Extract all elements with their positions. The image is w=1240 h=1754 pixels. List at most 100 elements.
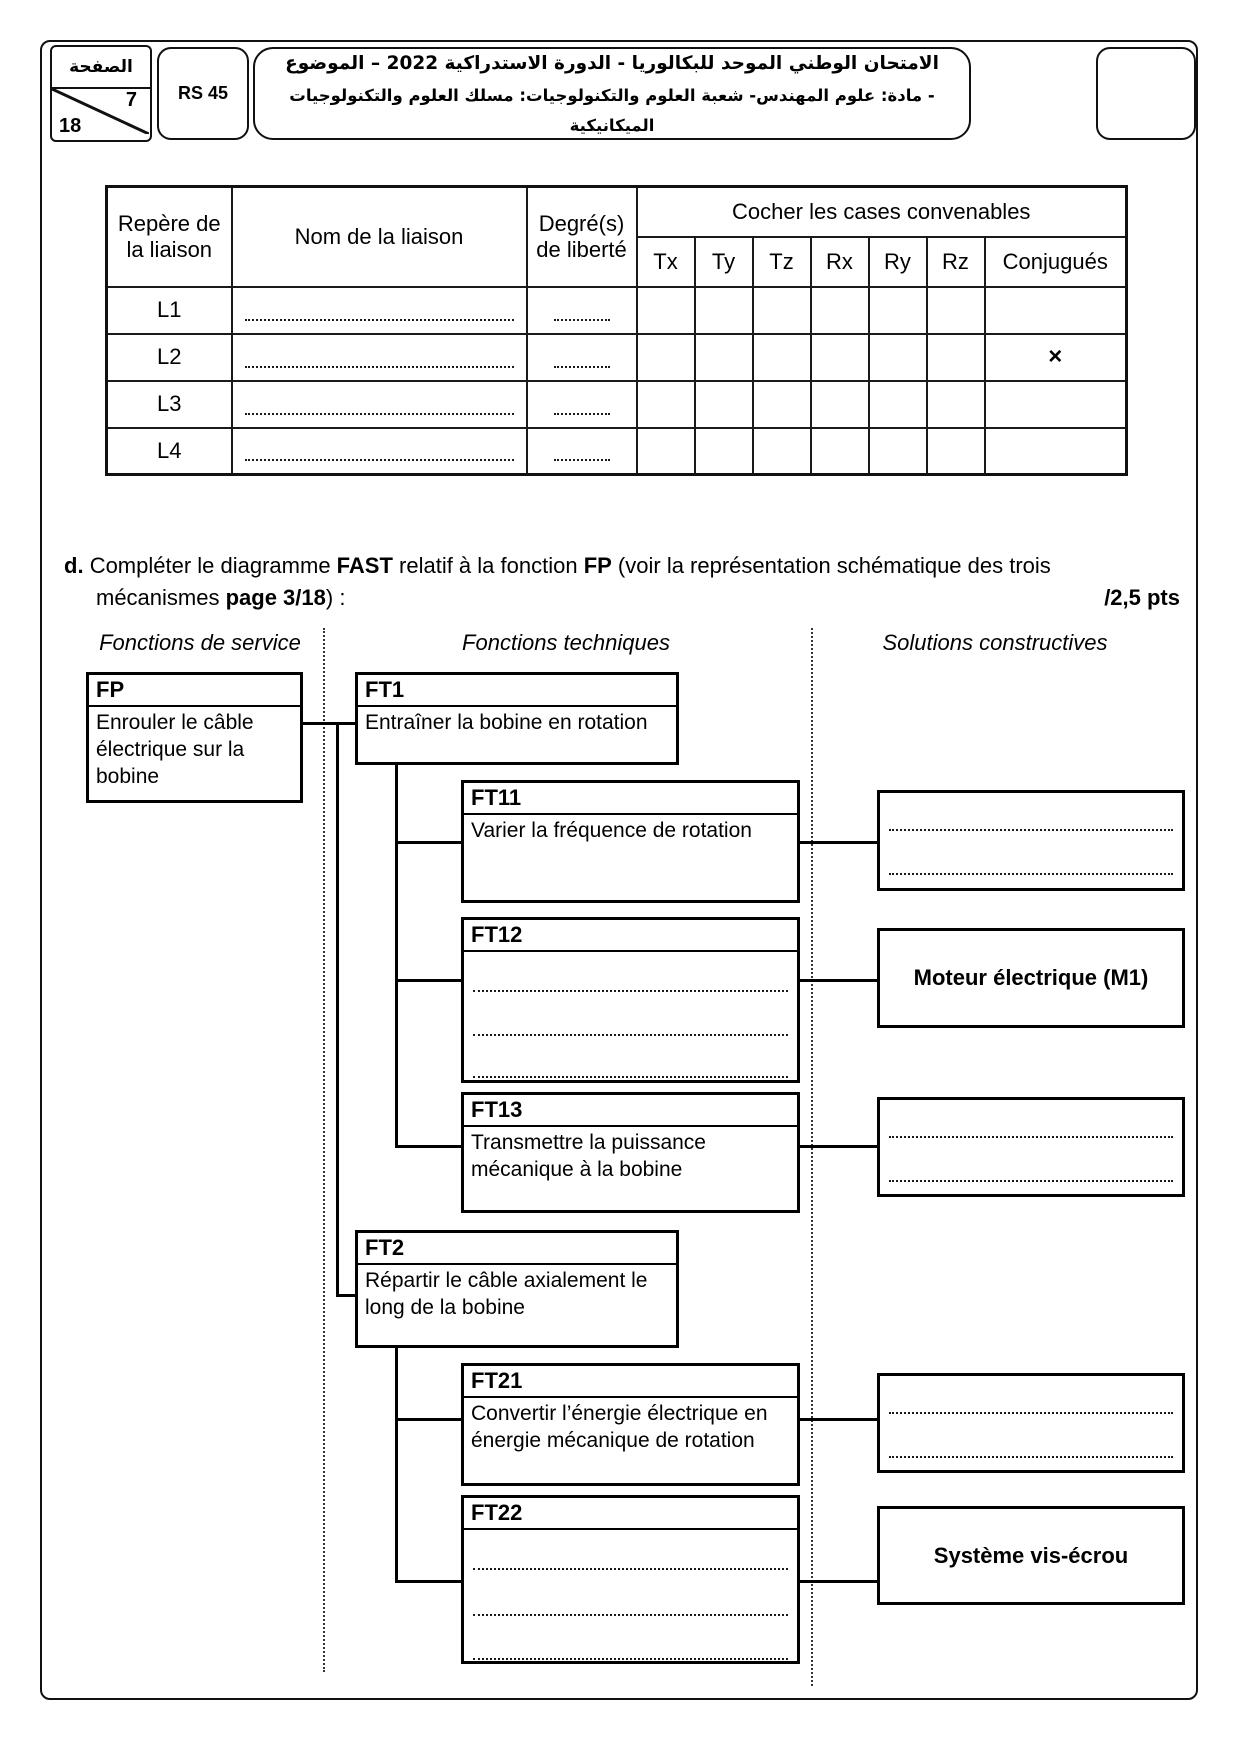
col-header-nom: Nom de la liaison: [230, 185, 528, 288]
ft1-text: Entraîner la bobine en rotation: [365, 711, 648, 734]
solution-box-moteur: Moteur électrique (M1): [877, 928, 1185, 1028]
connector-line: [800, 1145, 877, 1148]
solution-box-ft21: [877, 1373, 1185, 1473]
ft11-label: FT11: [464, 783, 797, 815]
ft12-box: FT12: [461, 917, 800, 1083]
dotted-answer-line: [553, 365, 610, 368]
task-bold-page: page 3/18: [225, 585, 326, 610]
ft22-label: FT22: [464, 1498, 797, 1530]
dotted-answer-line: [473, 1034, 788, 1036]
page-number-total: 18: [59, 115, 82, 137]
dof-cell: [867, 379, 928, 429]
dof-cell: [751, 332, 812, 382]
exam-title-line-1: الامتحان الوطني الموحد للبكالوريا - الدو…: [285, 52, 939, 74]
dotted-answer-line: [244, 412, 514, 415]
dof-cell: [693, 332, 754, 382]
degree-answer-cell: [525, 379, 638, 429]
dof-cell: [635, 379, 696, 429]
col-header-ry: Ry: [867, 235, 928, 288]
ft2-text: Répartir le câble axialement le long de …: [365, 1269, 648, 1319]
dof-cell: [867, 285, 928, 335]
dotted-answer-line: [473, 1076, 788, 1078]
col-header-tz: Tz: [751, 235, 812, 288]
name-answer-cell: [230, 332, 528, 382]
dof-cell: [809, 379, 870, 429]
dotted-answer-line: [889, 1136, 1173, 1138]
dotted-answer-line: [889, 1180, 1173, 1182]
ft13-label: FT13: [464, 1095, 797, 1127]
dof-cell: [693, 285, 754, 335]
connector-line: [395, 1580, 461, 1583]
task-instruction-line2: mécanismes page 3/18) :: [96, 585, 345, 611]
connector-line: [336, 722, 339, 1297]
task-instruction-line1: d. Compléter le diagramme FAST relatif à…: [64, 553, 1051, 579]
dof-cell: [809, 426, 870, 476]
fp-label: FP: [89, 675, 300, 707]
ft13-text: Transmettre la puissance mécanique à la …: [471, 1131, 706, 1181]
dotted-answer-line: [244, 365, 514, 368]
dof-cell: [867, 332, 928, 382]
conjugues-cell: [983, 379, 1128, 429]
col-header-group: Cocher les cases convenables: [635, 185, 1128, 238]
col-header-repere: Repère de la liaison: [105, 185, 233, 288]
page-word-label: الصفحة: [52, 47, 150, 89]
name-answer-cell: [230, 285, 528, 335]
column-header-solutions: Solutions constructives: [882, 630, 1108, 655]
exam-title-line-2: - مادة: علوم المهندس- شعبة العلوم والتكن…: [289, 85, 935, 135]
connector-line: [303, 722, 355, 725]
dof-cell: [925, 379, 986, 429]
connector-line: [395, 979, 461, 982]
table-row: L4: [105, 426, 1128, 476]
row-label: L1: [105, 285, 233, 335]
dof-cell: [925, 332, 986, 382]
fp-text: Enrouler le câble électrique sur la bobi…: [96, 711, 254, 788]
page-border: [40, 40, 1198, 1700]
dof-cell: [693, 379, 754, 429]
ft21-box: FT21 Convertir l’énergie électrique en é…: [461, 1363, 800, 1486]
page-number-current: 7: [125, 89, 137, 111]
task-text: relatif à la fonction: [392, 553, 584, 578]
row-label: L3: [105, 379, 233, 429]
task-bold-fast: FAST: [336, 553, 393, 578]
dotted-answer-line: [889, 829, 1173, 831]
connector-line: [395, 1348, 398, 1583]
ft1-box: FT1 Entraîner la bobine en rotation: [355, 672, 679, 765]
column-header-techniques: Fonctions techniques: [462, 630, 670, 655]
dof-cell: [693, 426, 754, 476]
page-indicator-box: الصفحة 7 18: [50, 45, 152, 142]
dotted-answer-line: [473, 990, 788, 992]
task-bold-fp: FP: [583, 553, 612, 578]
dotted-answer-line: [889, 873, 1173, 875]
dotted-answer-line: [473, 1568, 788, 1570]
table-row: L2 ×: [105, 332, 1128, 382]
dof-cell: [635, 332, 696, 382]
dof-cell: [809, 332, 870, 382]
dotted-answer-line: [889, 1456, 1173, 1458]
ft13-box: FT13 Transmettre la puissance mécanique …: [461, 1092, 800, 1213]
page-number-area: 7 18: [52, 89, 150, 139]
col-header-rz: Rz: [925, 235, 986, 288]
col-header-rx: Rx: [809, 235, 870, 288]
table-row: L1: [105, 285, 1128, 335]
ft2-box: FT2 Répartir le câble axialement le long…: [355, 1230, 679, 1348]
column-header-service: Fonctions de service: [99, 630, 301, 655]
name-answer-cell: [230, 379, 528, 429]
dof-cell: [925, 285, 986, 335]
dof-cell: [809, 285, 870, 335]
dof-cell: [751, 426, 812, 476]
solution-box-ft11: [877, 790, 1185, 891]
dotted-answer-line: [553, 318, 610, 321]
dotted-answer-line: [553, 459, 610, 461]
diagonal-line: [52, 89, 149, 134]
check-mark: ×: [1048, 343, 1063, 370]
connector-line: [395, 1418, 461, 1421]
degree-answer-cell: [525, 332, 638, 382]
conjugues-cell: [983, 426, 1128, 476]
col-header-ty: Ty: [693, 235, 754, 288]
exam-title-box: الامتحان الوطني الموحد للبكالوريا - الدو…: [253, 47, 971, 140]
task-text: (voir la représentation schématique des …: [611, 553, 1051, 578]
ft11-box: FT11 Varier la fréquence de rotation: [461, 780, 800, 903]
name-answer-cell: [230, 426, 528, 476]
ft1-label: FT1: [358, 675, 676, 707]
dof-cell: [867, 426, 928, 476]
